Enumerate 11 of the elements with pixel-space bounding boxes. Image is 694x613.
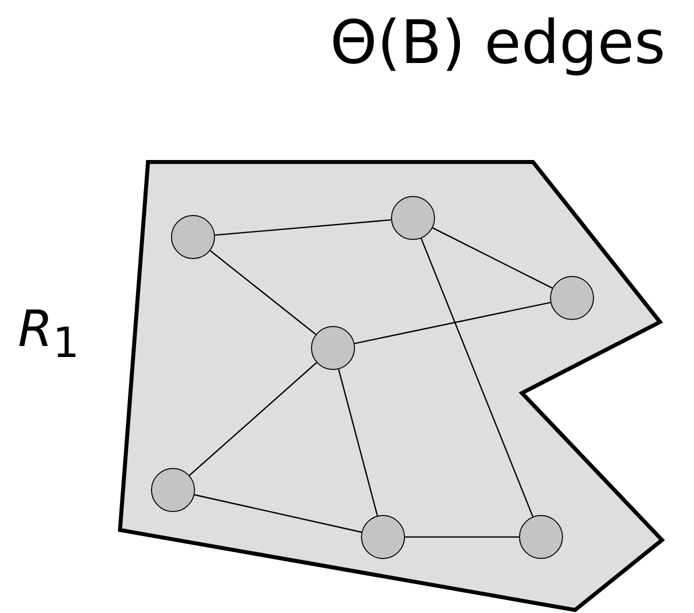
region-label: R$_{1}$: [18, 300, 80, 367]
graph-edge: [194, 494, 362, 533]
graph-edge: [405, 536, 519, 538]
graph-edge: [420, 238, 534, 517]
graph-edge: [354, 302, 551, 344]
graph-edge: [189, 362, 317, 476]
graph-edge: [338, 369, 378, 516]
graph-edge: [210, 250, 316, 335]
title: Θ(B) edges: [330, 8, 666, 78]
graph-edge: [432, 227, 553, 289]
graph-edge: [214, 219, 392, 236]
